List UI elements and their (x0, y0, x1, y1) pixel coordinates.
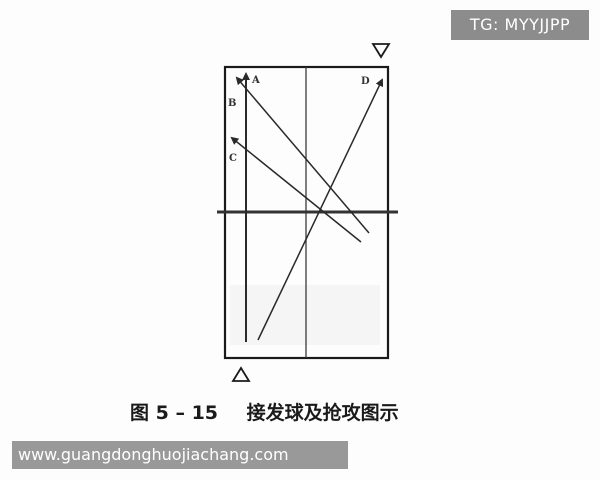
figure-title: 接发球及抢攻图示 (246, 402, 399, 424)
watermark-bottom: www.guangdonghuojiachang.com (12, 441, 348, 469)
figure-caption: 图 5 – 15 接发球及抢攻图示 (130, 398, 530, 428)
label-a: A (251, 75, 260, 86)
label-d: D (361, 76, 370, 87)
watermark-top: TG: MYYJJPP (451, 10, 589, 40)
label-c: C (229, 153, 237, 164)
scan-noise (230, 285, 380, 345)
server-position-marker (231, 366, 251, 382)
figure-number: 图 5 – 15 (130, 402, 219, 424)
arrow-b (235, 76, 370, 234)
arrow-c (230, 136, 362, 243)
label-b: B (228, 98, 236, 109)
arrow-d (257, 78, 384, 341)
receiver-position-marker (371, 43, 391, 59)
